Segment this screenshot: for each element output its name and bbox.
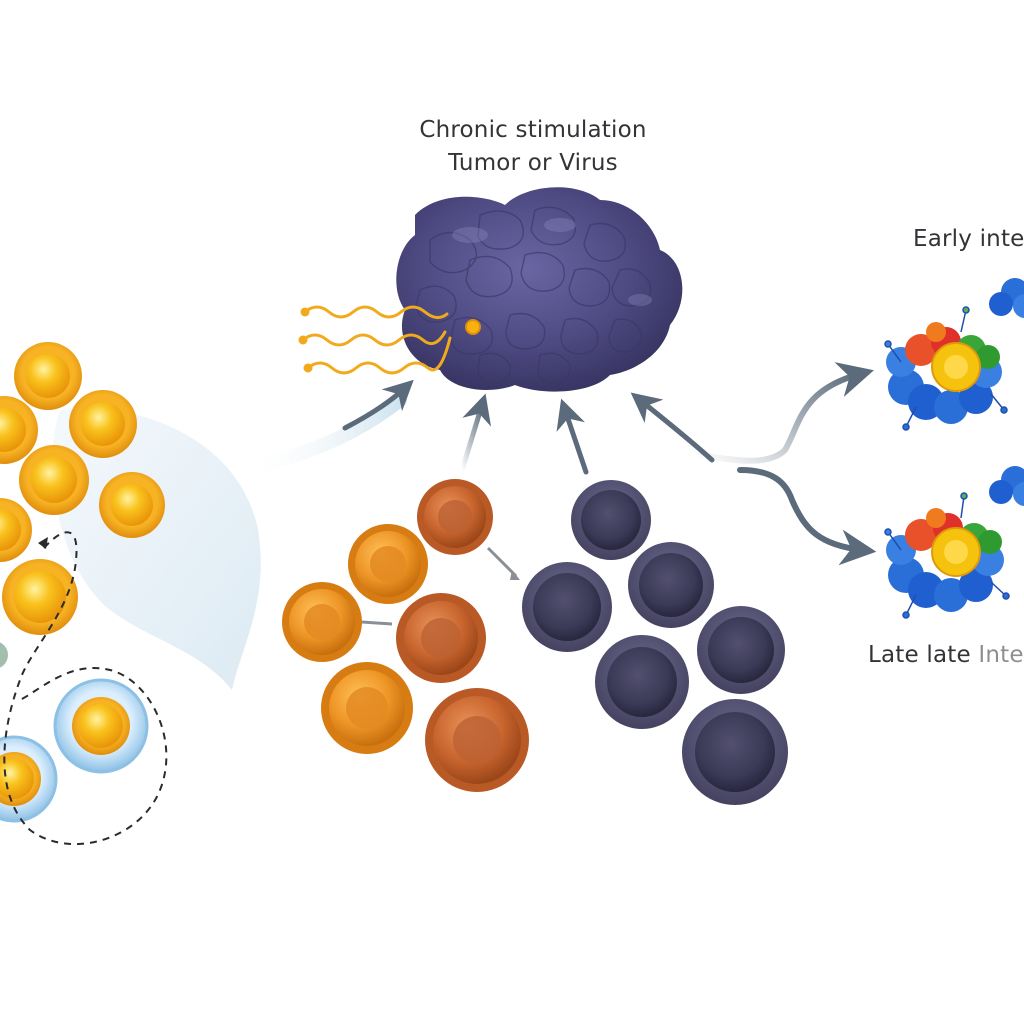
naive-cell	[0, 396, 38, 464]
protein-blobs	[886, 508, 1004, 612]
memory-cell-cluster	[0, 678, 149, 823]
naive-cell	[19, 445, 89, 515]
effector-cell-cluster	[282, 479, 529, 792]
activation-flow-arrow	[238, 379, 414, 477]
small-cell-fragment	[0, 642, 8, 668]
exhausted-cell	[522, 562, 612, 652]
naive-cell	[0, 498, 32, 562]
protein-blobs	[886, 322, 1002, 424]
tumor-highlights	[452, 218, 652, 306]
exhausted-cell	[628, 542, 714, 628]
antigen-signal-lines	[298, 305, 481, 375]
effector-cell-orange	[282, 582, 362, 662]
late-label-overlap: Late late	[868, 642, 971, 668]
naive-cell	[99, 472, 165, 538]
effector-cell-orange	[348, 524, 428, 604]
exhausted-cell	[571, 480, 651, 560]
effector-cell-orange	[321, 662, 413, 754]
title-line-tumor-virus: Tumor or Virus	[448, 150, 618, 176]
antigen-dot	[465, 319, 481, 335]
naive-t-cell-cluster	[0, 342, 165, 668]
tumor-virus-mass	[396, 187, 683, 392]
stimulation-title: Chronic stimulation Tumor or Virus	[0, 114, 1024, 180]
naive-cell	[69, 390, 137, 458]
exhausted-cell	[595, 635, 689, 729]
effector-cell-brown	[396, 593, 486, 683]
effector-cell-brown	[417, 479, 493, 555]
naive-cell	[14, 342, 82, 410]
cell-link	[361, 620, 393, 626]
path-arrow-icon	[38, 537, 48, 549]
late-label-tail: Inte	[970, 642, 1024, 668]
memory-cell	[53, 678, 149, 774]
cell-link	[486, 546, 518, 578]
exhausted-cell-cluster	[522, 480, 788, 805]
tumor-texture	[415, 206, 652, 384]
differentiation-arrows	[697, 362, 877, 566]
late-intermediate-cluster	[884, 492, 1010, 619]
late-intermediate-fragment	[989, 466, 1024, 506]
protein-spikes	[884, 492, 1010, 619]
early-intermediate-cluster	[884, 306, 1008, 431]
stimulation-arrows	[459, 392, 715, 475]
early-intermediate-fragment	[989, 278, 1024, 318]
migration-path	[3, 531, 168, 845]
effector-cell-brown	[425, 688, 529, 792]
memory-cell	[0, 735, 58, 823]
exhausted-cell	[682, 699, 788, 805]
early-intermediate-label: Early inte	[913, 226, 1024, 252]
late-intermediate-label: Late late Inte	[868, 642, 1024, 668]
naive-cell	[2, 559, 78, 635]
exhausted-cell	[697, 606, 785, 694]
naive-cell-niche	[52, 408, 261, 690]
protein-spikes	[884, 306, 1008, 431]
title-line-chronic: Chronic stimulation	[419, 117, 647, 143]
